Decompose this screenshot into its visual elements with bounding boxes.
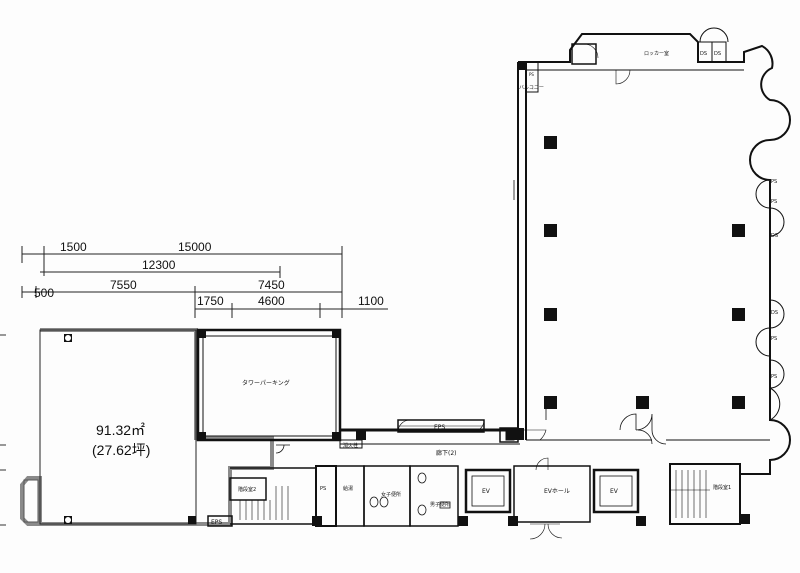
dim-1100: 1100 bbox=[358, 294, 384, 308]
dim-500: 500 bbox=[34, 286, 54, 300]
stair-1-room bbox=[669, 463, 741, 525]
ps-label: PS bbox=[320, 486, 326, 492]
locker-label: ロッカー室 bbox=[644, 50, 669, 57]
ev-hall-label: EVホール bbox=[544, 488, 570, 495]
balcony-label: バルコニー bbox=[519, 85, 544, 91]
ev-left-label: EV bbox=[482, 488, 491, 495]
core-columns bbox=[312, 514, 750, 526]
area-sqm: 91.32㎡ bbox=[96, 422, 145, 438]
dim-1500: 1500 bbox=[60, 240, 87, 254]
rental-unit bbox=[20, 328, 274, 526]
dim-4600: 4600 bbox=[258, 294, 285, 308]
lower-core bbox=[207, 457, 640, 540]
dim-12300: 12300 bbox=[142, 258, 176, 272]
side-ds-1-label: DS bbox=[771, 233, 778, 239]
side-ds-2-label: DS bbox=[771, 310, 778, 316]
side-ps-4-label: PS bbox=[771, 374, 777, 380]
ev-right-label: EV bbox=[610, 488, 619, 495]
tower-floor bbox=[513, 27, 791, 475]
eps-bottom-label: EPS bbox=[211, 519, 222, 526]
dim-1750: 1750 bbox=[197, 294, 224, 308]
dim-15000: 15000 bbox=[178, 240, 212, 254]
tower-parking-label: タワーパーキング bbox=[242, 379, 290, 387]
ds-top-1-label: DS bbox=[700, 51, 707, 57]
side-ps-3-label: PS bbox=[771, 336, 777, 342]
stair-1-label: 階段室1 bbox=[713, 484, 731, 491]
ps-top-label: PS bbox=[529, 72, 534, 77]
margin-ticks bbox=[0, 334, 6, 526]
tower-parking-room bbox=[196, 328, 342, 442]
eps-top-label: EPS bbox=[434, 424, 445, 431]
side-ps-1-label: PS bbox=[771, 179, 777, 185]
corridor-zone bbox=[275, 413, 667, 454]
fire-storage-label: 消火栓 bbox=[343, 442, 358, 449]
side-ps-2-label: PS bbox=[771, 199, 777, 205]
corridor-label: 廊下(2) bbox=[436, 449, 457, 457]
stair-2-label: 階段室2 bbox=[238, 486, 256, 493]
ds-top-2-label: DS bbox=[714, 51, 721, 57]
tower-columns bbox=[514, 62, 745, 440]
water-supply-label: 給湯 bbox=[343, 485, 353, 492]
mens-wc-label: 男子便所 bbox=[430, 501, 450, 508]
dimension-lines bbox=[21, 246, 388, 318]
dim-7550: 7550 bbox=[110, 278, 137, 292]
dim-7450: 7450 bbox=[258, 278, 285, 292]
womens-wc-label: 女子便所 bbox=[381, 491, 401, 498]
area-tsubo: (27.62坪) bbox=[92, 442, 150, 458]
